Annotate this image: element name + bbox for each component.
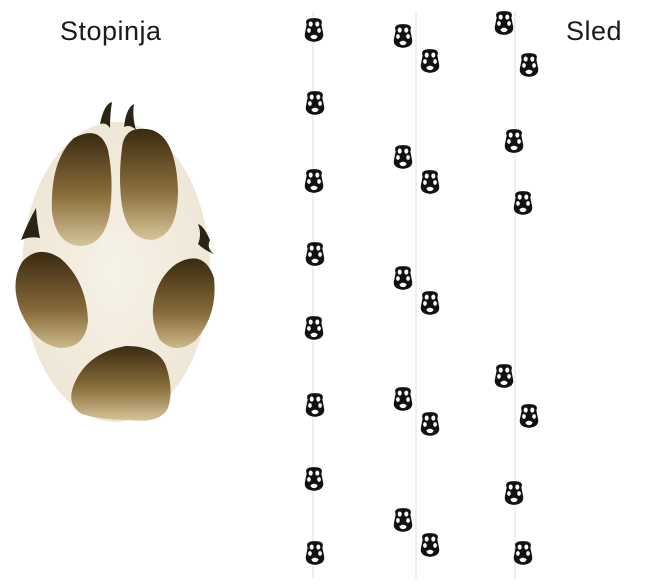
track-gallop — [495, 11, 538, 565]
paw-print-icon — [514, 191, 532, 215]
paw-print-icon — [520, 404, 538, 428]
toe-pad — [120, 129, 178, 240]
paw-print-icon — [495, 364, 513, 388]
paw-print-icon — [306, 541, 324, 565]
large-footprint — [15, 102, 214, 422]
paw-print-icon — [421, 170, 439, 194]
paw-print-icon — [394, 145, 412, 169]
paw-print-icon — [495, 11, 513, 35]
paw-print-icon — [514, 541, 532, 565]
paw-print-icon — [421, 49, 439, 73]
paw-print-icon — [394, 24, 412, 48]
paw-print-icon — [505, 129, 523, 153]
paw-print-icon — [421, 291, 439, 315]
paw-print-icon — [421, 533, 439, 557]
paw-print-icon — [394, 266, 412, 290]
paw-print-icon — [421, 412, 439, 436]
paw-print-icon — [305, 18, 323, 42]
paw-print-icon — [394, 508, 412, 532]
paw-print-icon — [306, 242, 324, 266]
claw — [124, 104, 136, 130]
paw-print-icon — [306, 91, 324, 115]
paw-print-icon — [505, 481, 523, 505]
footprint-label: Stopinja — [60, 16, 162, 47]
toe-pad — [52, 133, 112, 246]
paw-print-icon — [306, 393, 324, 417]
track-guides — [313, 12, 515, 579]
paw-print-icon — [394, 387, 412, 411]
paw-print-icon — [305, 467, 323, 491]
paw-print-icon — [305, 169, 323, 193]
track-label: Sled — [566, 16, 622, 47]
track-walk — [305, 18, 324, 565]
paw-print-icon — [305, 316, 323, 340]
paw-print-icon — [520, 53, 538, 77]
